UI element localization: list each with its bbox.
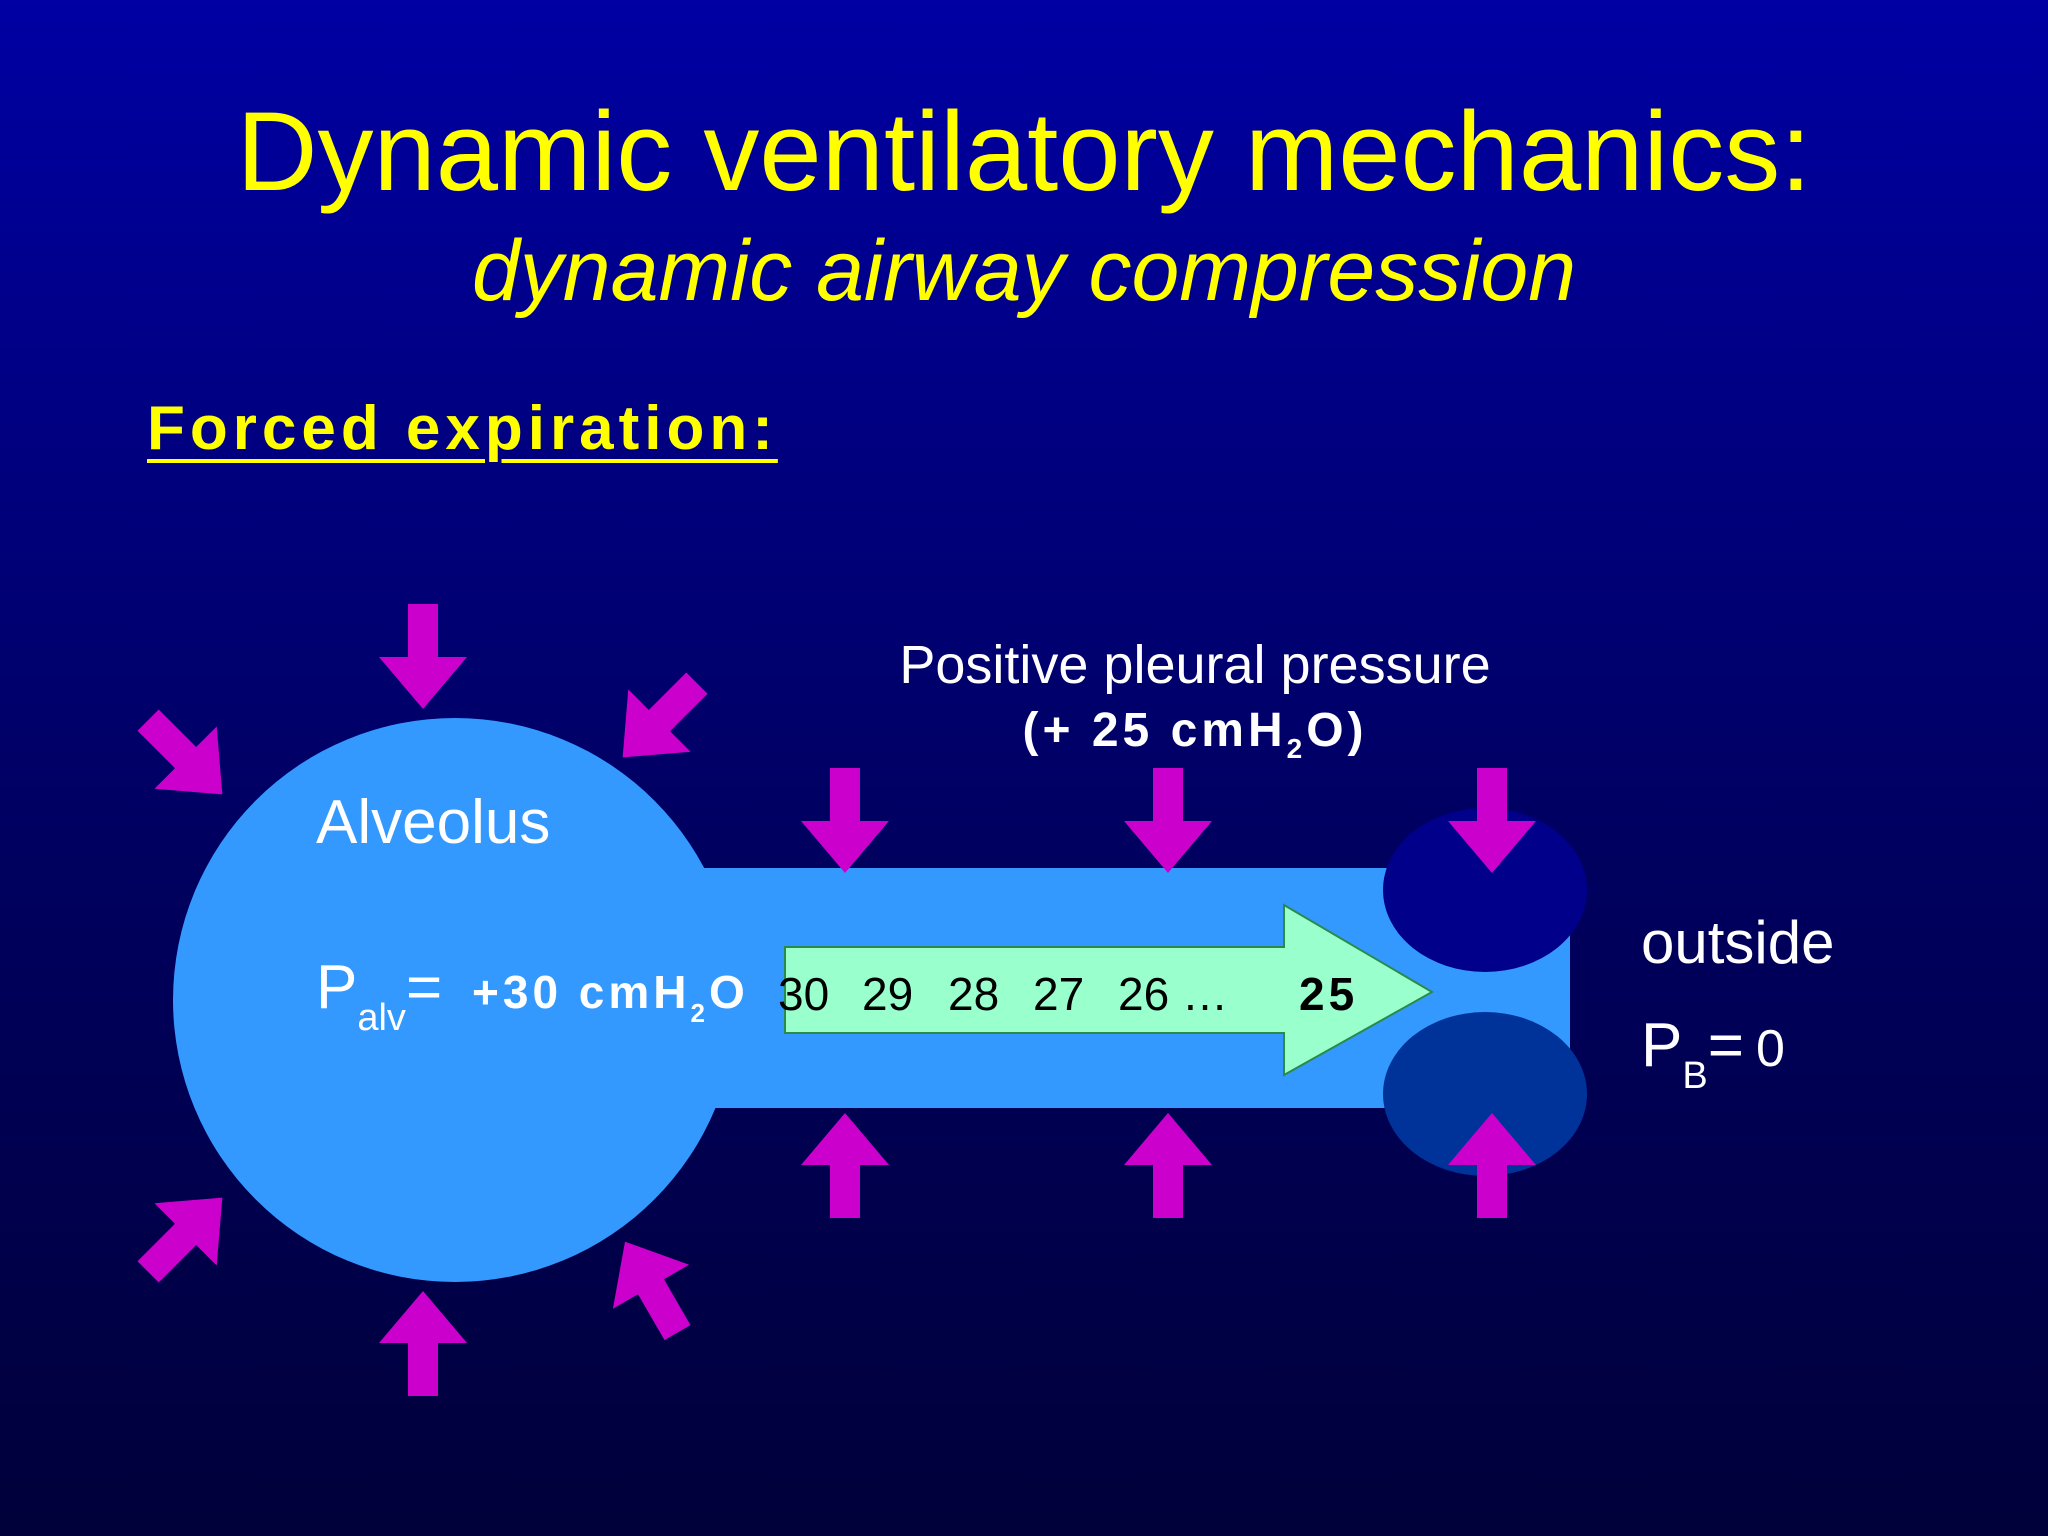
outside-label: outside (1641, 909, 1834, 976)
pressure-arrow-airway-top-2 (1124, 768, 1212, 873)
airway-pressure-value: 27 (1033, 968, 1084, 1020)
section-heading: Forced expiration: (147, 394, 778, 463)
pressure-arrow-alveolus-lower-left (116, 1166, 254, 1304)
airway-pressure-value: 29 (862, 968, 913, 1020)
airflow-arrow (784, 903, 1435, 1077)
alveolus-sphere (173, 718, 737, 1282)
barometric-pressure: PB=0 (1641, 1011, 1785, 1097)
pressure-arrow-airway-bottom-2 (1124, 1113, 1212, 1218)
alveolus-label: Alveolus (316, 788, 550, 857)
pleural-pressure-label: Positive pleural pressure (899, 635, 1490, 695)
airway-pressure-value: 30 (778, 968, 829, 1020)
slide-subtitle: dynamic airway compression (471, 223, 1577, 319)
pressure-arrow-alveolus-upper-left (116, 688, 254, 826)
pleural-pressure-value: (+ 25 cmH2O) (1022, 704, 1367, 764)
alveolar-pressure-value: +30 cmH2O (472, 966, 749, 1028)
alveolar-pressure-symbol: Palv= (316, 953, 442, 1039)
slide-title: Dynamic ventilatory mechanics: (236, 89, 1812, 214)
compressed-airway-lower (1383, 1012, 1587, 1176)
airway-pressure-value: 26 … (1118, 968, 1228, 1020)
pressure-arrow-airway-bottom-1 (801, 1113, 889, 1218)
pressure-arrow-alveolus-lower-right (586, 1219, 716, 1355)
pressure-arrow-alveolus-bottom (379, 1291, 467, 1396)
airway-pressure-value: 28 (948, 968, 999, 1020)
airway-final-pressure: 25 (1299, 968, 1358, 1020)
compressed-airway-upper (1383, 808, 1587, 972)
pressure-arrow-airway-top-1 (801, 768, 889, 873)
pressure-arrow-alveolus-top (379, 604, 467, 709)
